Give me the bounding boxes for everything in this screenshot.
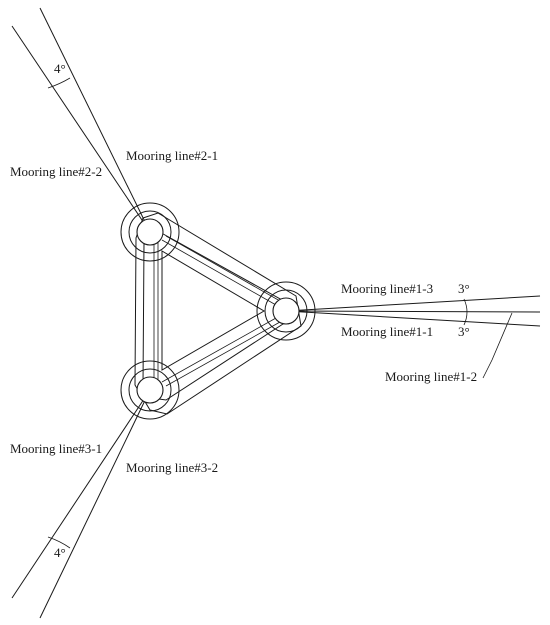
leader-line-1-2	[482, 312, 513, 379]
angle-arc-bottom-left	[47, 536, 71, 549]
angle-label-right-lower: 3°	[458, 324, 470, 339]
label-mooring-line-2-1: Mooring line#2-1	[126, 148, 218, 163]
angle-label-right-upper: 3°	[458, 281, 470, 296]
column-1-core	[272, 297, 300, 325]
column-1-outer-ring	[256, 281, 316, 341]
label-mooring-line-2-2: Mooring line#2-2	[10, 164, 102, 179]
column-3-outer-ring	[120, 360, 180, 420]
angle-label-bottom-left: 4°	[54, 545, 66, 560]
label-mooring-line-1-3: Mooring line#1-3	[341, 281, 433, 296]
mooring-line-2-1	[39, 7, 151, 233]
column-3-core	[136, 376, 164, 404]
label-mooring-line-3-2: Mooring line#3-2	[126, 460, 218, 475]
column-1-middle-ring	[264, 289, 308, 333]
brace-top	[161, 235, 281, 306]
mooring-line-1-1	[285, 310, 541, 327]
column-3-middle-ring	[128, 368, 172, 412]
angle-arc-top-left	[47, 77, 71, 89]
mooring-line-1-2	[285, 310, 541, 313]
label-mooring-line-1-2: Mooring line#1-2	[385, 369, 477, 384]
mooring-line-1-3	[285, 295, 541, 312]
frame-inner	[161, 250, 265, 371]
frame-middle	[142, 229, 287, 401]
mooring-lines-column-2	[11, 7, 151, 233]
column-3	[120, 360, 180, 420]
column-2	[120, 202, 180, 262]
column-2-core	[136, 218, 164, 246]
brace-bottom	[161, 317, 281, 387]
column-1	[256, 281, 316, 341]
mooring-lines-column-3	[11, 389, 151, 619]
angle-arc-right	[463, 298, 468, 326]
mooring-lines-column-1	[285, 295, 541, 379]
mooring-line-3-1	[11, 389, 151, 599]
brace-left	[153, 235, 159, 388]
mooring-line-3-2	[39, 389, 151, 619]
mooring-line-2-2	[11, 25, 151, 233]
label-mooring-line-1-1: Mooring line#1-1	[341, 324, 433, 339]
angle-label-top-left: 4°	[54, 61, 66, 76]
label-mooring-line-3-1: Mooring line#3-1	[10, 441, 102, 456]
column-2-outer-ring	[120, 202, 180, 262]
column-2-middle-ring	[128, 210, 172, 254]
